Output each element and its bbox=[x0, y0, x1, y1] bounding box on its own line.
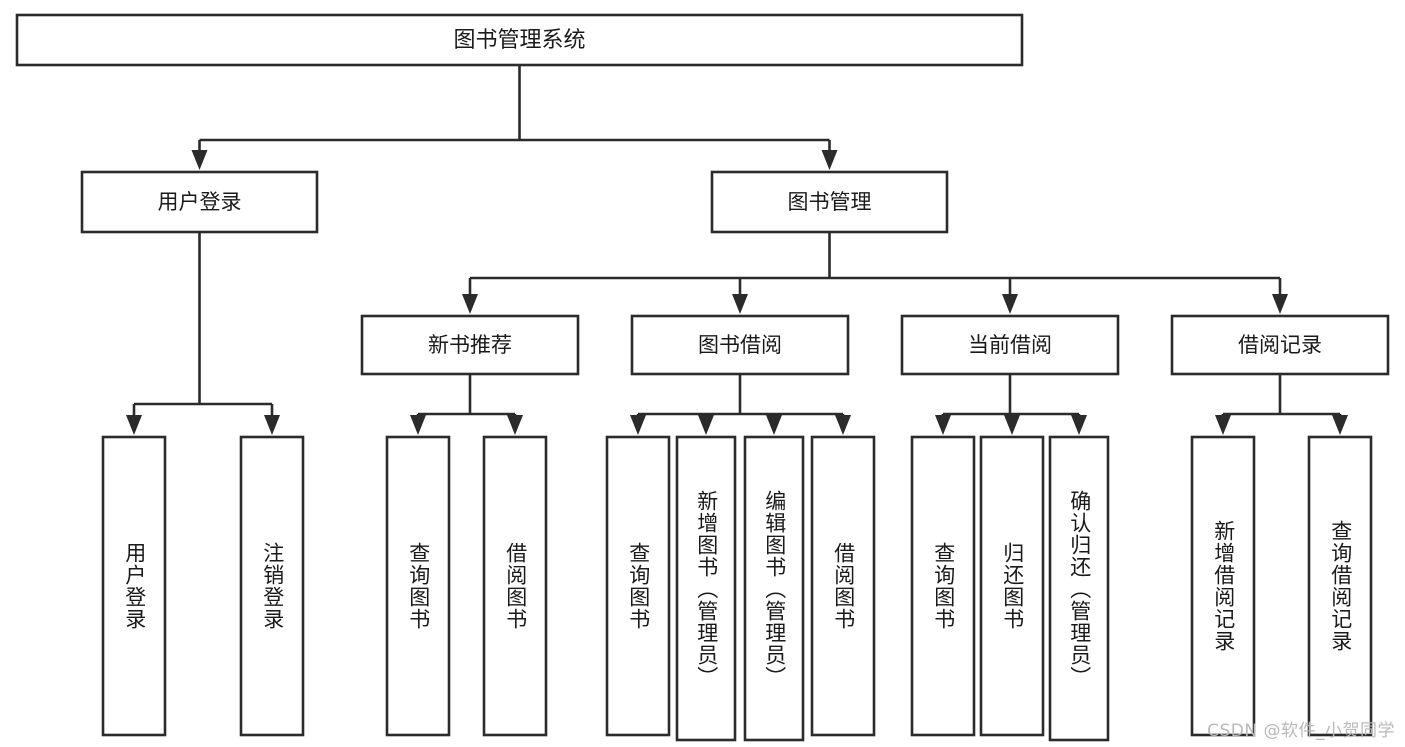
arrow-head-icon bbox=[507, 415, 523, 435]
node-label-root: 图书管理系统 bbox=[453, 28, 585, 53]
node-box-leaf-query-record[interactable] bbox=[1307, 435, 1373, 737]
arrow-head-icon bbox=[1332, 415, 1348, 435]
arrow-head-icon bbox=[630, 415, 646, 435]
node-box-new-book-rec[interactable] bbox=[360, 314, 580, 376]
node-box-leaf-edit-book[interactable] bbox=[743, 435, 805, 742]
node-box-current-borrow[interactable] bbox=[900, 314, 1120, 376]
arrow-head-icon bbox=[1004, 415, 1020, 435]
watermark: CSDN @软件_小贺同学 bbox=[1207, 721, 1395, 741]
node-box-leaf-add-book[interactable] bbox=[675, 435, 737, 742]
node-label-user-login: 用户登录 bbox=[158, 190, 242, 214]
arrow-head-icon bbox=[732, 294, 748, 314]
node-label-book-borrow: 图书借阅 bbox=[698, 333, 782, 357]
connectors-layer bbox=[126, 65, 1348, 435]
node-box-book-borrow[interactable] bbox=[630, 314, 850, 376]
arrow-head-icon bbox=[1215, 415, 1231, 435]
node-box-leaf-borrow-book-2[interactable] bbox=[810, 435, 876, 737]
arrow-head-icon bbox=[821, 150, 838, 170]
arrow-head-icon bbox=[410, 415, 426, 435]
node-box-borrow-record[interactable] bbox=[1170, 314, 1390, 376]
node-label-borrow-record: 借阅记录 bbox=[1238, 333, 1322, 357]
node-box-book-manage[interactable] bbox=[710, 170, 949, 234]
arrow-head-icon bbox=[1071, 415, 1087, 435]
node-box-leaf-user-logout[interactable] bbox=[239, 435, 305, 737]
node-box-leaf-user-login[interactable] bbox=[101, 435, 167, 737]
arrow-head-icon bbox=[766, 415, 782, 435]
node-box-leaf-query-book-3[interactable] bbox=[910, 435, 976, 737]
arrow-head-icon bbox=[462, 294, 478, 314]
node-box-leaf-borrow-book-1[interactable] bbox=[482, 435, 548, 737]
arrow-head-icon bbox=[191, 150, 208, 170]
node-box-leaf-return-book[interactable] bbox=[979, 435, 1045, 737]
node-box-root[interactable] bbox=[15, 13, 1024, 67]
node-box-leaf-confirm-return[interactable] bbox=[1048, 435, 1110, 742]
node-box-user-login[interactable] bbox=[80, 170, 319, 234]
node-label-current-borrow: 当前借阅 bbox=[968, 333, 1052, 357]
arrow-head-icon bbox=[1002, 294, 1018, 314]
arrow-head-icon bbox=[835, 415, 851, 435]
node-box-leaf-query-book-1[interactable] bbox=[385, 435, 451, 737]
node-label-book-manage: 图书管理 bbox=[788, 190, 872, 214]
node-box-leaf-add-record[interactable] bbox=[1190, 435, 1256, 737]
node-box-leaf-query-book-2[interactable] bbox=[605, 435, 671, 737]
arrow-head-icon bbox=[698, 415, 714, 435]
arrow-head-icon bbox=[126, 415, 142, 435]
arrow-head-icon bbox=[1272, 294, 1288, 314]
arrow-head-icon bbox=[264, 415, 280, 435]
boxes-layer bbox=[15, 13, 1390, 742]
node-label-new-book-rec: 新书推荐 bbox=[428, 333, 512, 357]
arrow-head-icon bbox=[935, 415, 951, 435]
